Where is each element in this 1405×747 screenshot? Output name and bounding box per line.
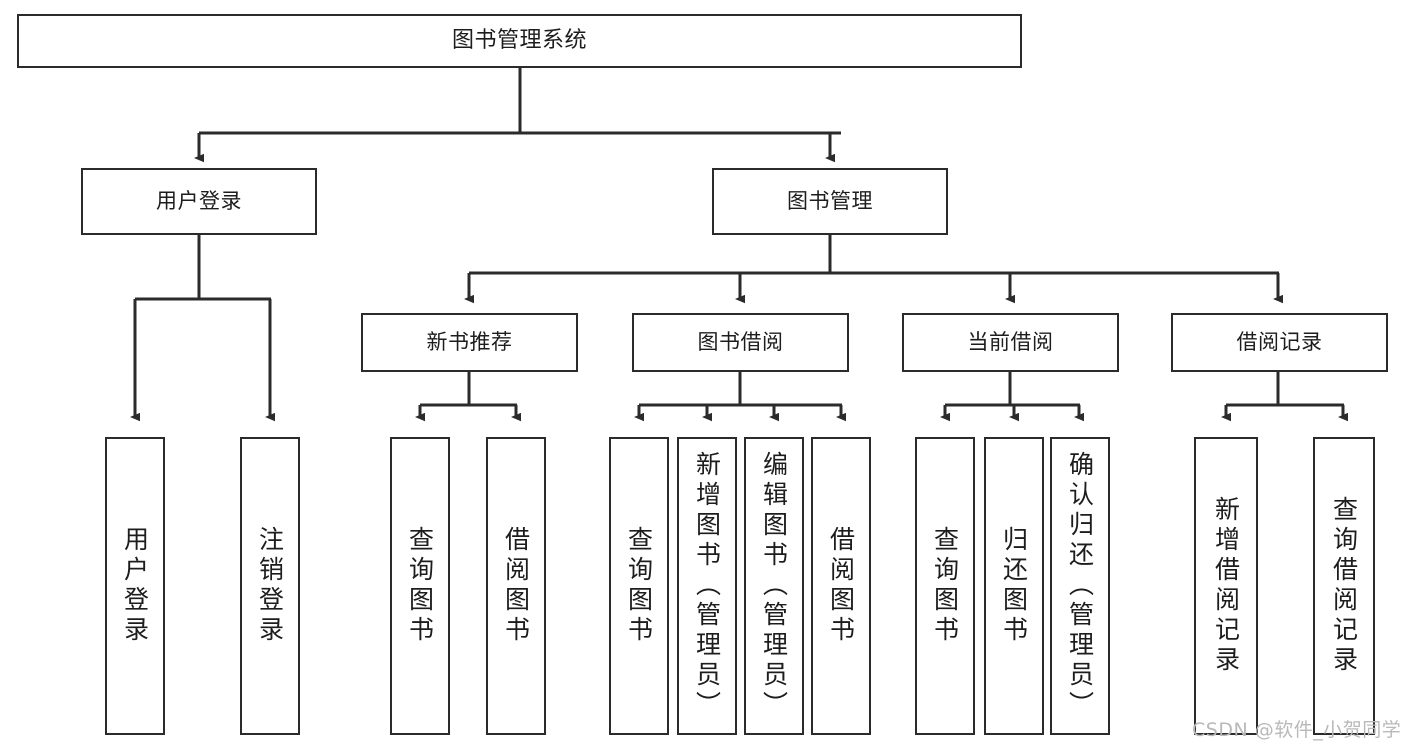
node-leaf-borrow-book-1-label: 借阅图书 [501, 526, 531, 646]
node-new-book-rec-label: 新书推荐 [426, 329, 513, 354]
node-leaf-query-book-2-label: 查询图书 [624, 526, 654, 646]
node-book-borrow[interactable]: 图书借阅 [632, 313, 849, 372]
node-root[interactable]: 图书管理系统 [17, 14, 1022, 68]
node-borrow-record[interactable]: 借阅记录 [1171, 313, 1388, 372]
node-leaf-edit-book[interactable]: 编辑图书（管理员） [744, 437, 804, 735]
node-leaf-confirm-return[interactable]: 确认归还（管理员） [1050, 437, 1110, 735]
node-user-login-label: 用户登录 [156, 188, 242, 213]
node-user-login[interactable]: 用户登录 [81, 168, 317, 235]
node-leaf-borrow-book-1[interactable]: 借阅图书 [486, 437, 546, 735]
node-borrow-record-label: 借阅记录 [1236, 329, 1323, 354]
node-leaf-query-book-1[interactable]: 查询图书 [390, 437, 450, 735]
node-leaf-query-book-2[interactable]: 查询图书 [609, 437, 669, 735]
node-leaf-add-book[interactable]: 新增图书（管理员） [677, 437, 737, 735]
node-leaf-query-record[interactable]: 查询借阅记录 [1313, 437, 1375, 735]
node-book-borrow-label: 图书借阅 [697, 329, 784, 354]
node-leaf-return-book[interactable]: 归还图书 [984, 437, 1044, 735]
node-leaf-add-book-label: 新增图书（管理员） [692, 451, 722, 721]
node-leaf-query-book-1-label: 查询图书 [405, 526, 435, 646]
node-leaf-user-login-label: 用户登录 [120, 526, 150, 646]
node-current-borrow[interactable]: 当前借阅 [902, 313, 1119, 372]
node-leaf-edit-book-label: 编辑图书（管理员） [759, 451, 789, 721]
node-leaf-user-login[interactable]: 用户登录 [105, 437, 165, 735]
node-root-label: 图书管理系统 [451, 27, 587, 53]
node-leaf-add-record-label: 新增借阅记录 [1211, 496, 1241, 676]
node-book-manage[interactable]: 图书管理 [712, 168, 948, 235]
node-leaf-return-book-label: 归还图书 [999, 526, 1029, 646]
node-book-manage-label: 图书管理 [787, 188, 873, 213]
node-leaf-query-book-3-label: 查询图书 [930, 526, 960, 646]
node-leaf-confirm-return-label: 确认归还（管理员） [1065, 451, 1095, 721]
node-leaf-borrow-book-2-label: 借阅图书 [826, 526, 856, 646]
node-leaf-user-logout-label: 注销登录 [255, 526, 285, 646]
node-current-borrow-label: 当前借阅 [967, 329, 1054, 354]
node-new-book-rec[interactable]: 新书推荐 [361, 313, 578, 372]
node-leaf-user-logout[interactable]: 注销登录 [240, 437, 300, 735]
node-leaf-query-record-label: 查询借阅记录 [1329, 496, 1359, 676]
node-leaf-add-record[interactable]: 新增借阅记录 [1194, 437, 1258, 735]
node-leaf-query-book-3[interactable]: 查询图书 [915, 437, 975, 735]
csdn-watermark: CSDN @软件_小贺同学 [1192, 719, 1402, 741]
node-leaf-borrow-book-2[interactable]: 借阅图书 [811, 437, 871, 735]
